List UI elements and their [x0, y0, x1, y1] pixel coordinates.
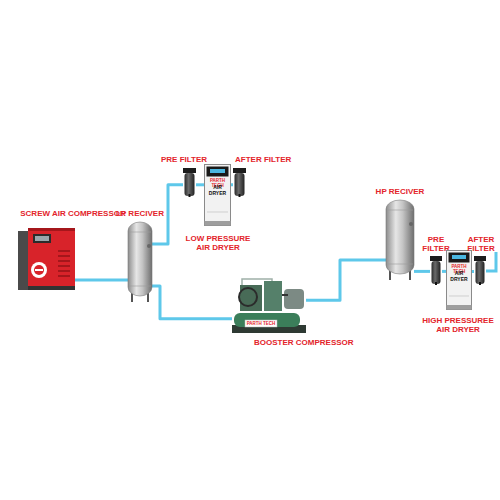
outlet-pipe: [486, 252, 496, 271]
equipment-label: LOW PRESSURE AIR DRYER: [182, 234, 254, 252]
air-pipe: [414, 270, 430, 273]
air-pipe: [442, 270, 446, 273]
filter-illustration: [430, 256, 442, 284]
hp-receiver: HP RECIVER: [386, 200, 414, 280]
after-filter: AFTER FILTER: [233, 168, 246, 196]
equipment-label: PRE FILTER: [156, 155, 212, 164]
air-pipe: [152, 286, 232, 319]
screw-compressor: SCREW AIR COMPRESSOR: [18, 228, 75, 290]
after-filter: AFTER FILTER: [474, 256, 486, 284]
equipment-label: AFTER FILTER: [235, 155, 297, 164]
tank-illustration: [386, 200, 414, 280]
pre-filter: PRE FILTER: [430, 256, 442, 284]
panel-text: AIR DRYER: [449, 271, 469, 282]
equipment-label: BOOSTER COMPRESSOR: [254, 338, 358, 347]
filter-illustration: [183, 168, 196, 196]
equipment-label: AFTER FILTER: [464, 235, 498, 253]
air-pipe: [75, 279, 128, 282]
compressor-illustration: [18, 228, 75, 290]
booster-illustration: [232, 277, 306, 335]
pre-filter: PRE FILTER: [183, 168, 196, 196]
equipment-label: LP RECIVER: [112, 209, 168, 218]
booster-compressor: PARTH TECHBOOSTER COMPRESSOR: [232, 277, 306, 335]
air-pipe: [472, 270, 474, 273]
lp-receiver: LP RECIVER: [128, 222, 152, 302]
equipment-label: HP RECIVER: [372, 187, 428, 196]
panel-text: AIR DRYER: [207, 185, 228, 196]
filter-illustration: [233, 168, 246, 196]
air-dryer: PARTH TECHAIR DRYERLOW PRESSURE AIR DRYE…: [204, 164, 231, 226]
brand-mark: PARTH TECH: [246, 321, 276, 326]
air-pipe: [306, 260, 386, 300]
equipment-label: HIGH PRESSUREE AIR DRYER: [416, 316, 500, 334]
air-dryer: PARTH TECHAIR DRYERHIGH PRESSUREE AIR DR…: [446, 250, 472, 310]
air-pipe: [196, 183, 204, 186]
air-pipe: [231, 183, 233, 186]
tank-illustration: [128, 222, 152, 302]
filter-illustration: [474, 256, 486, 284]
